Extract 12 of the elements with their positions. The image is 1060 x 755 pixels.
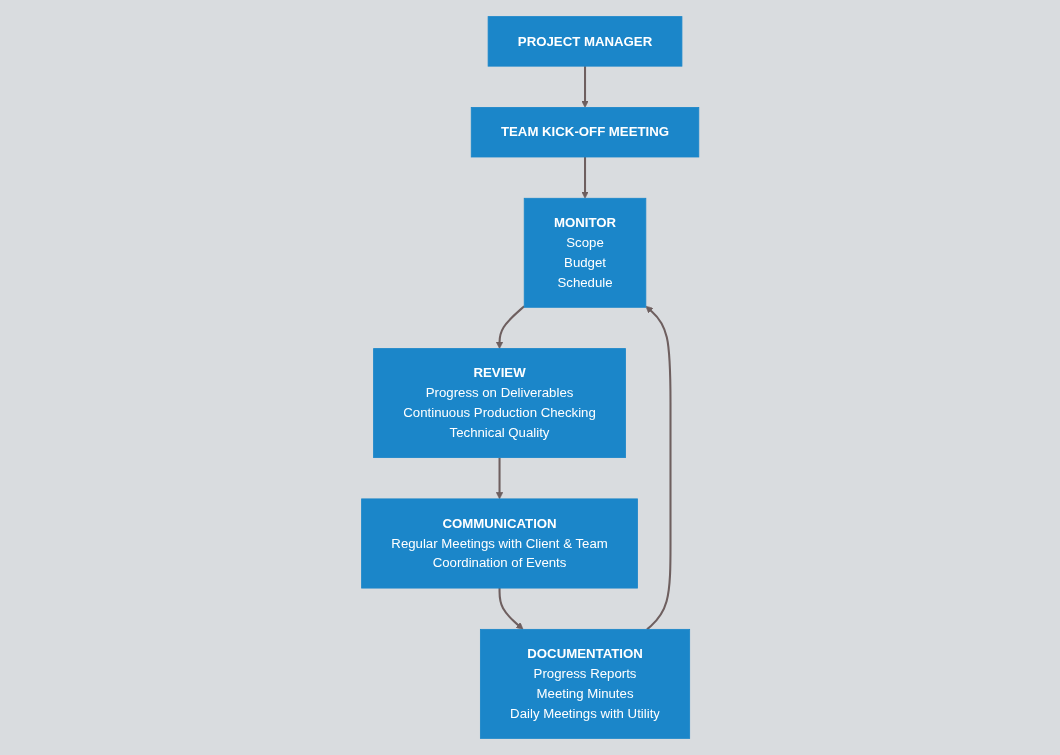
arrow — [645, 305, 672, 631]
node-box: COMMUNICATION Regular Meetings with Client & Team Coordination of Events — [361, 498, 638, 589]
node-box: REVIEW Progress on Deliverables Continuous Production Checking Technical Quality — [372, 348, 626, 458]
node-box: DOCUMENTATION Progress Reports Meeting Minutes Daily Meetings with Utility — [479, 628, 690, 739]
node-box: MONITOR Scope Budget Schedule — [523, 197, 647, 308]
arrow — [581, 66, 589, 108]
node-box: PROJECT MANAGER — [487, 16, 683, 67]
node-box: TEAM KICK-OFF MEETING — [470, 107, 699, 158]
arrow — [495, 305, 525, 349]
arrow — [581, 157, 589, 199]
arrow — [495, 457, 503, 500]
arrow — [498, 588, 524, 630]
